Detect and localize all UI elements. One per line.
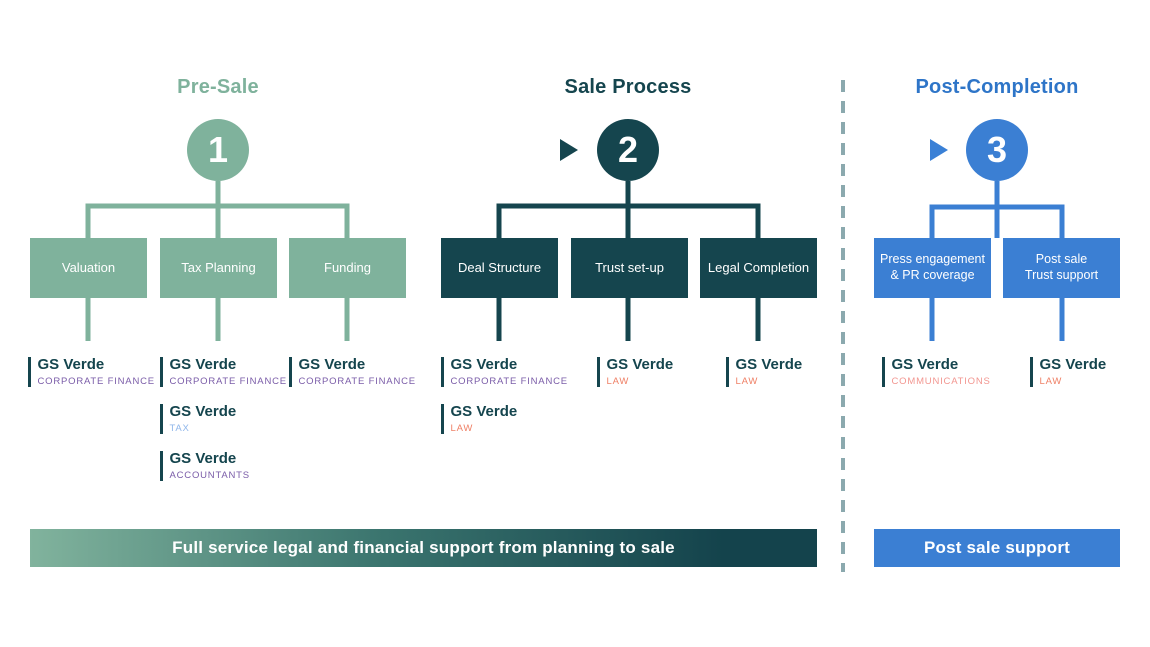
phase-title-pre-sale: Pre-Sale <box>177 76 259 98</box>
step-number: 2 <box>617 129 639 170</box>
brand-bar <box>882 357 885 387</box>
brand-name: GS Verde <box>450 356 518 373</box>
box-label: Tax Planning <box>181 259 256 275</box>
brand-name: GS Verde <box>450 403 518 420</box>
brand-division: TAX <box>169 422 190 434</box>
brand-division: COMMUNICATIONS <box>891 375 991 387</box>
brand-bar <box>28 357 31 387</box>
step-number: 3 <box>986 129 1008 170</box>
box-tax-planning: Tax Planning <box>160 238 277 298</box>
brand-division: LAW <box>450 422 474 434</box>
box-label: & PR coverage <box>890 268 975 282</box>
box-label: Funding <box>324 259 371 275</box>
box-label: Post sale <box>1035 252 1088 267</box>
brand-bar <box>441 404 444 434</box>
brand-name: GS Verde <box>37 356 105 373</box>
box-label: Deal Structure <box>457 259 542 275</box>
brand-bar <box>726 357 729 387</box>
post-completion-stems <box>929 298 1065 341</box>
sale-process-stems <box>496 297 761 341</box>
box-press-engagement: Press engagement & PR coverage <box>874 238 991 298</box>
phase-title-sale-process: Sale Process <box>564 76 692 98</box>
brand-name: GS Verde <box>169 356 237 373</box>
arrow-step1-to-step2 <box>267 139 578 161</box>
step-number: 1 <box>207 129 229 170</box>
brand-division: ACCOUNTANTS <box>169 469 250 481</box>
post-completion-tree <box>929 181 1065 341</box>
box-label: Valuation <box>61 259 116 275</box>
brand-name: GS Verde <box>606 356 674 373</box>
box-valuation: Valuation <box>30 238 147 298</box>
brand-division: LAW <box>735 375 759 387</box>
brand-bar <box>597 357 600 387</box>
phase-title-post-completion: Post-Completion <box>915 76 1079 98</box>
banner-text: Full service legal and financial support… <box>172 538 675 557</box>
brand-bar <box>441 357 444 387</box>
box-post-sale-trust: Post sale Trust support <box>1003 238 1120 298</box>
brand-name: GS Verde <box>169 450 237 467</box>
brand-division: CORPORATE FINANCE <box>169 375 287 387</box>
box-funding: Funding <box>289 238 406 298</box>
step-circle-1: 1 <box>187 119 249 181</box>
brand-bar <box>160 451 163 481</box>
pre-sale-stems <box>85 297 350 341</box>
brand-name: GS Verde <box>1039 356 1107 373</box>
banner-full-service: Full service legal and financial support… <box>30 529 817 567</box>
box-trust-setup: Trust set-up <box>571 238 688 298</box>
box-label: Legal Completion <box>707 259 810 275</box>
brand-name: GS Verde <box>891 356 959 373</box>
brand-division: LAW <box>1039 375 1063 387</box>
pre-sale-tree <box>85 181 350 341</box>
brand-division: CORPORATE FINANCE <box>298 375 416 387</box>
box-deal-structure: Deal Structure <box>441 238 558 298</box>
brand-bar <box>289 357 292 387</box>
brand-division: LAW <box>606 375 630 387</box>
brand-name: GS Verde <box>735 356 803 373</box>
arrow-step2-to-step3 <box>684 139 948 161</box>
banner-text: Post sale support <box>923 538 1071 557</box>
brand-name: GS Verde <box>169 403 237 420</box>
box-label: Trust support <box>1024 268 1099 282</box>
step-circle-3: 3 <box>966 119 1028 181</box>
step-circle-2: 2 <box>597 119 659 181</box>
box-legal-completion: Legal Completion <box>700 238 817 298</box>
box-label: Trust set-up <box>595 259 664 275</box>
brand-bar <box>160 357 163 387</box>
banner-post-sale-support: Post sale support <box>874 529 1120 567</box>
sale-process-tree <box>496 181 761 341</box>
brand-bar <box>160 404 163 434</box>
brand-division: CORPORATE FINANCE <box>37 375 155 387</box>
arrowhead-icon <box>930 139 948 161</box>
brand-name: GS Verde <box>298 356 366 373</box>
box-label: Press engagement <box>880 252 985 267</box>
brand-division: CORPORATE FINANCE <box>450 375 568 387</box>
brand-bar <box>1030 357 1033 387</box>
arrowhead-icon <box>560 139 578 161</box>
